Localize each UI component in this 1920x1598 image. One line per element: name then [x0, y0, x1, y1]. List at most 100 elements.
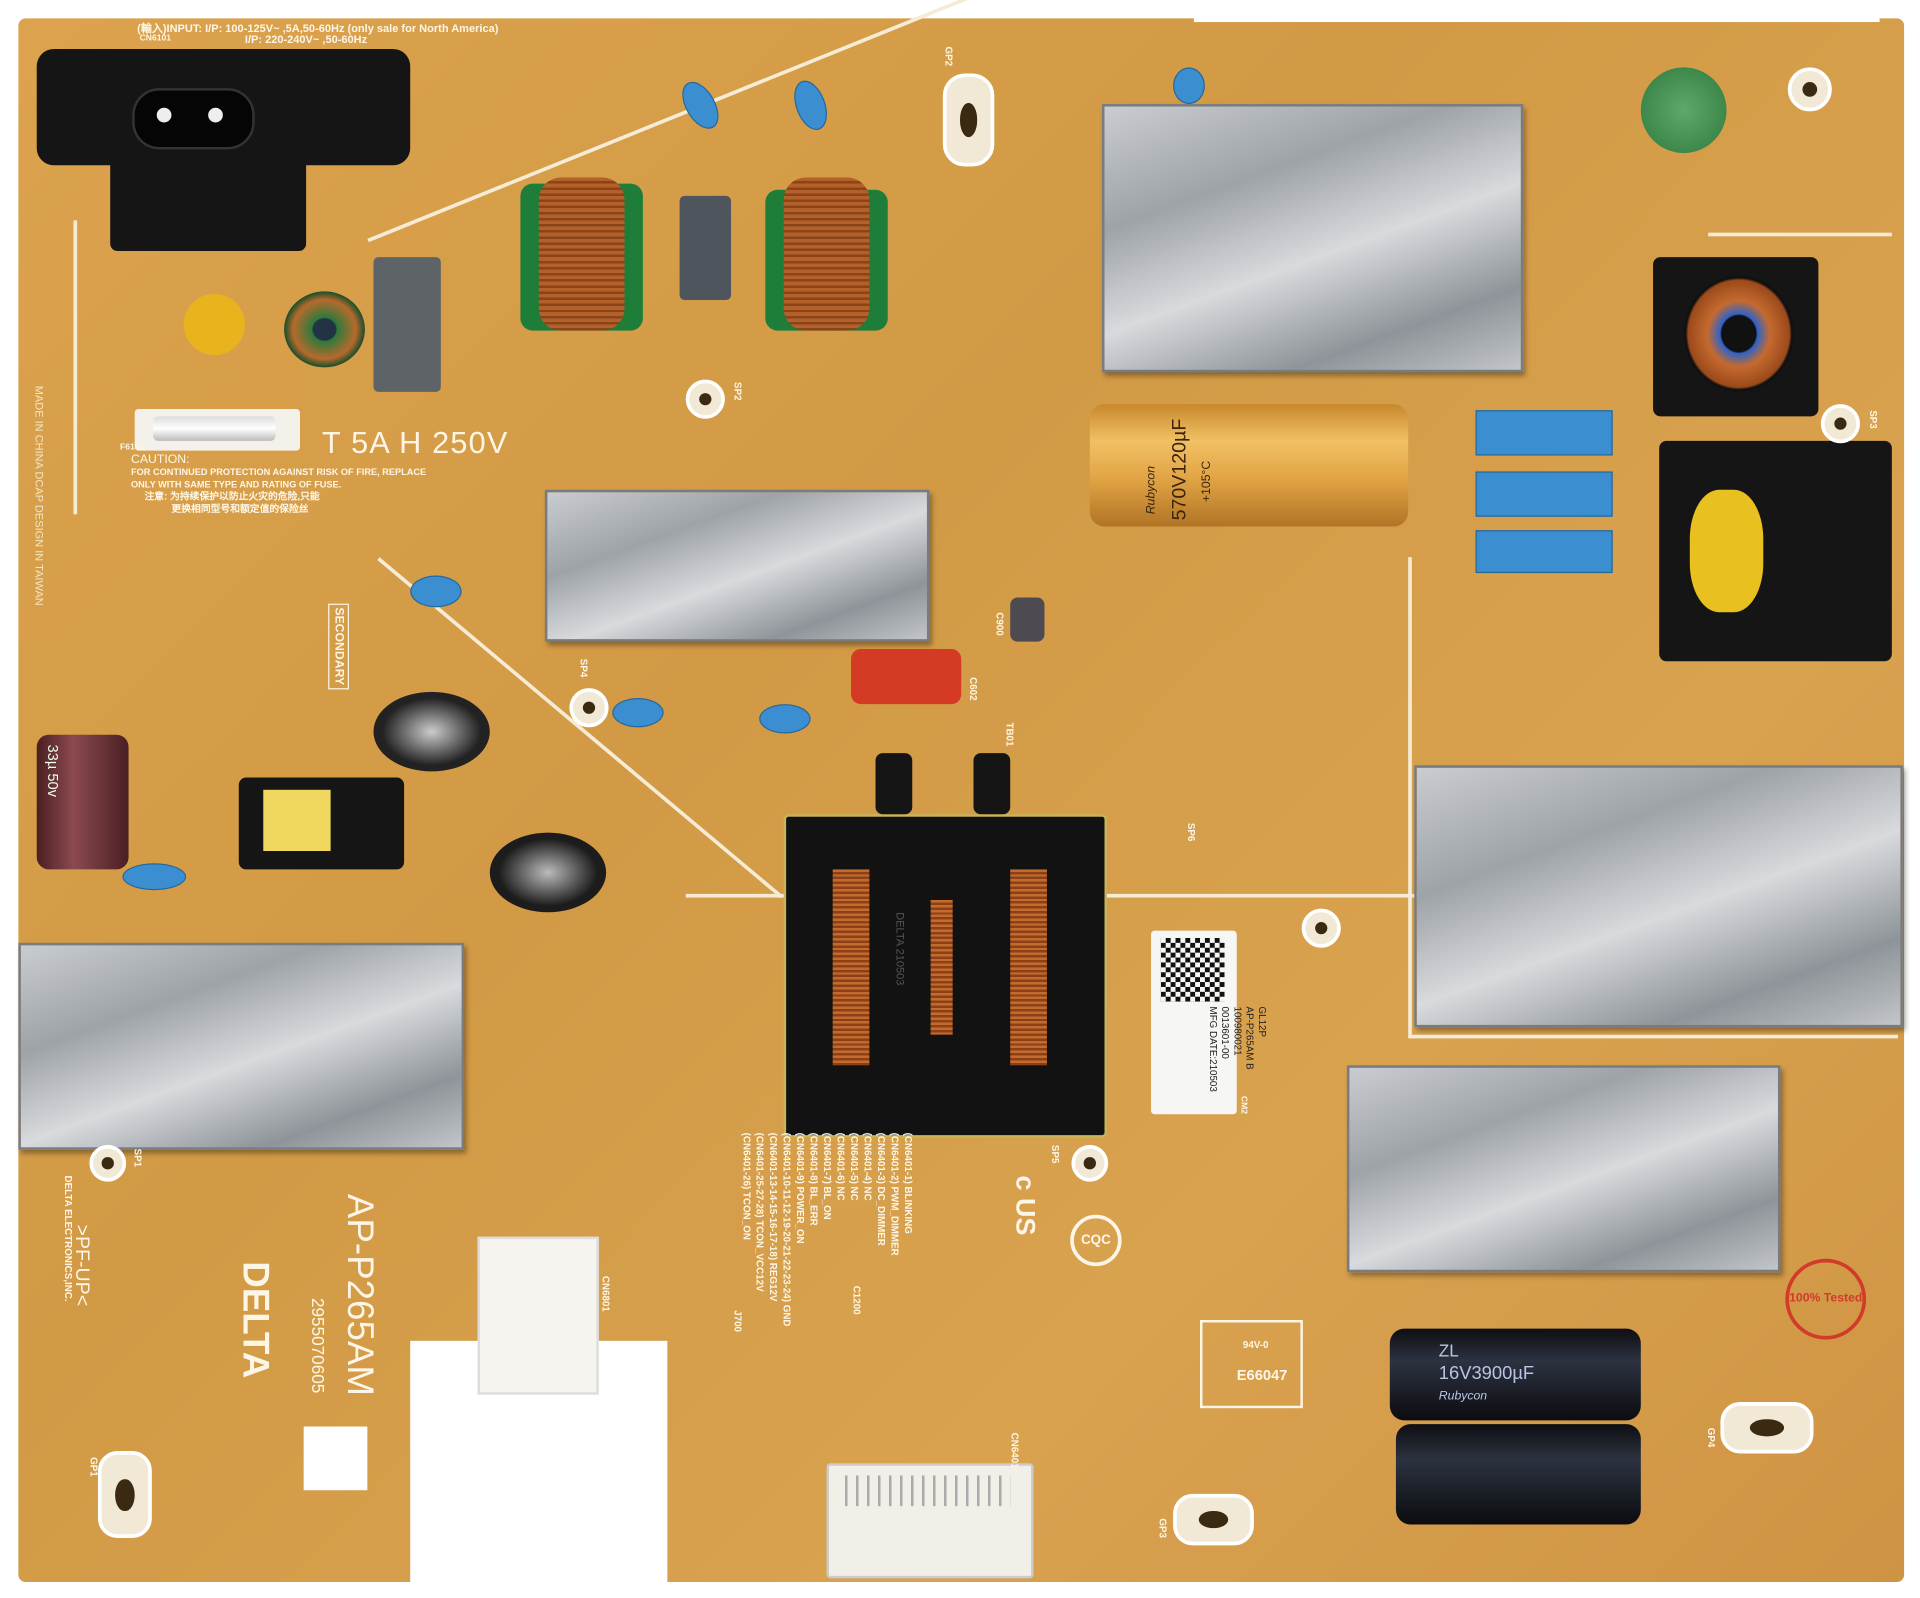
output-capacitor: ZL 16V3900µF Rubycon	[1389, 1328, 1641, 1421]
output-capacitor	[1395, 1424, 1641, 1525]
screw-point	[1301, 908, 1341, 948]
y-capacitor-blue	[759, 704, 811, 734]
pinout-line: (CN6401-7) BL_ON	[821, 1132, 833, 1220]
secondary-label: SECONDARY	[328, 603, 349, 689]
y-capacitor	[183, 293, 245, 356]
pinout-line: (CN6401-10-11-12-19-20-21-22-23-24) GND	[781, 1132, 793, 1327]
ref-tb01: TB01	[1004, 722, 1016, 747]
thermistor	[1640, 67, 1727, 154]
ref-gp3: GP3	[1157, 1518, 1169, 1538]
film-capacitor	[1475, 530, 1613, 574]
pinout-line: (CN6401-13-14-15-16-17-18) REG12V	[767, 1132, 779, 1302]
material-mark: >PF-UP<	[71, 1224, 92, 1307]
connector-cn6801[interactable]	[477, 1236, 599, 1395]
ul-file-number: E66047	[1236, 1366, 1288, 1384]
transformer-winding	[1010, 869, 1047, 1066]
screw-point	[685, 379, 725, 419]
ac-inlet-socket[interactable]	[110, 51, 307, 252]
toroid-choke	[284, 291, 365, 368]
ref-gp1: GP1	[88, 1457, 100, 1477]
mounting-hole	[1720, 1402, 1814, 1454]
x-capacitor	[373, 257, 441, 392]
electrolytic-capacitor	[489, 832, 607, 913]
y-capacitor-blue	[410, 575, 462, 608]
label-line: AP-P265AM B	[1244, 1006, 1256, 1070]
pinout-line: (CN6401-4) NC	[862, 1132, 874, 1201]
ref-sp6: SP6	[1185, 822, 1197, 842]
silk-outline	[1408, 1034, 1898, 1039]
qr-label: GL12P AP-P265AM B 100980021 0013601-00 M…	[1151, 930, 1267, 1115]
heatsink-llc	[544, 489, 930, 642]
transformer-clip	[973, 753, 1011, 815]
ref-cn6401: CN6401	[1008, 1432, 1021, 1469]
connector-ref: CN6101	[139, 34, 172, 43]
pinout-line: (CN6401-2) PWM_DIMMER	[888, 1132, 901, 1256]
fuse-ref: F6101	[120, 443, 145, 452]
input-rating-line-2: I/P: 220-240V~ ,50-60Hz	[244, 33, 368, 46]
part-number: 2955070605	[308, 1297, 329, 1394]
out-cap-brand: Rubycon	[1438, 1389, 1488, 1404]
film-capacitor	[1475, 410, 1613, 456]
silk-outline	[1408, 557, 1412, 1035]
transformer-marking: DELTA 210503	[893, 912, 907, 986]
heatsink-pfc	[1102, 104, 1524, 373]
silk-outline	[73, 220, 78, 515]
ac-pin	[156, 107, 172, 123]
y-capacitor-blue	[1173, 67, 1205, 105]
transformer-winding	[930, 900, 953, 1035]
small-qr-label	[303, 1426, 368, 1491]
bulk-cap-temp: +105°C	[1200, 460, 1214, 503]
pinout-line: (CN6401-6) NC	[835, 1132, 847, 1201]
heatsink-output	[1414, 765, 1903, 1028]
label-corner-ref: CM2	[1239, 1095, 1248, 1115]
heatsink-output	[1346, 1065, 1781, 1273]
screw-point	[1787, 67, 1832, 112]
ref-sp3: SP3	[1867, 410, 1879, 429]
label-line: 0013601-00	[1219, 1006, 1231, 1059]
electrolytic-capacitor	[373, 691, 490, 772]
ac-socket-opening	[132, 88, 255, 150]
origin-text: MADE IN CHINA DCAP DESIGN IN TAIWAN	[33, 385, 46, 606]
label-text: GL12P AP-P265AM B 100980021 0013601-00 M…	[1163, 1007, 1267, 1092]
ref-c900: C900	[994, 612, 1006, 636]
mounting-hole	[97, 1451, 152, 1538]
ref-c1200: C1200	[851, 1285, 863, 1315]
mounting-hole	[1173, 1493, 1254, 1546]
ref-sp1: SP1	[132, 1148, 144, 1168]
film-capacitor	[1475, 471, 1613, 517]
transformer-bobbin	[263, 789, 331, 852]
bulk-cap-rating: 570V120µF	[1169, 418, 1191, 521]
transformer-clip	[875, 753, 913, 815]
fuse-rating: T 5A H 250V	[322, 426, 509, 461]
cqc-mark: CQC	[1070, 1214, 1122, 1267]
fuse	[153, 416, 276, 441]
y-capacitor-blue	[122, 863, 187, 891]
x-capacitor	[679, 195, 732, 301]
bulk-capacitor	[1089, 404, 1409, 527]
ref-c602: C602	[967, 677, 979, 701]
caution-text-en: FOR CONTINUED PROTECTION AGAINST RISK OF…	[131, 466, 427, 490]
y-capacitor-blue	[612, 697, 664, 728]
ul-mark: c US	[1010, 1175, 1041, 1236]
tested-stamp: 100% Tested	[1785, 1258, 1867, 1340]
ref-cn6801: CN6801	[600, 1275, 612, 1312]
pinout-line: (CN6401-25-27-28) TCON_VCC12V	[754, 1132, 766, 1292]
board-top-edge	[1193, 0, 1880, 23]
silk-outline	[1708, 232, 1892, 237]
pinout-line: (CN6401-9) POWER_ON	[794, 1132, 806, 1244]
qr-code	[1160, 937, 1225, 1002]
ul-file-box	[1200, 1320, 1303, 1409]
screw-point	[1820, 404, 1861, 444]
label-line: MFG DATE:210503	[1207, 1006, 1219, 1092]
connector-pins	[844, 1475, 1011, 1507]
ac-pin	[208, 107, 223, 123]
ref-sp5: SP5	[1049, 1144, 1061, 1164]
bulk-cap-brand: Rubycon	[1144, 465, 1159, 515]
pinout-line: (CN6401-3) DC_DIMMER	[875, 1132, 887, 1246]
electrolytic-capacitor	[1010, 597, 1045, 642]
model-number: AP-P265AM	[339, 1193, 380, 1397]
mounting-hole	[942, 73, 995, 167]
ref-j700: J700	[732, 1310, 744, 1333]
screw-point	[1071, 1144, 1109, 1182]
